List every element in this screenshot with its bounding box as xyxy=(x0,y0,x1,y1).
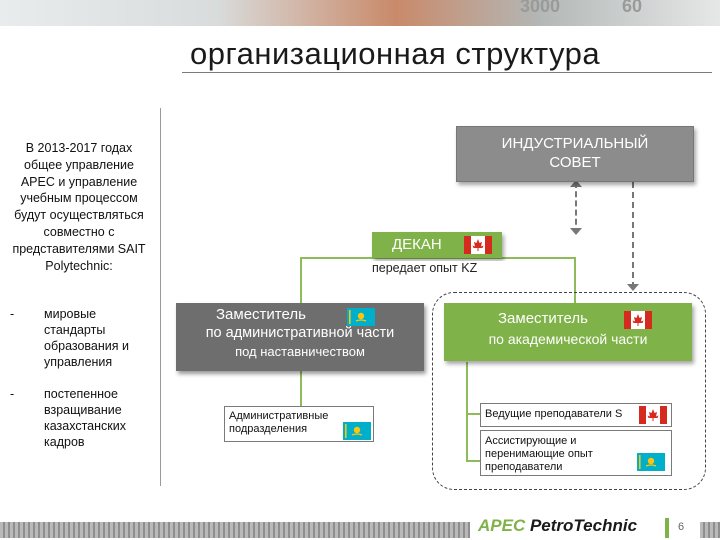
brand-apec: APEC xyxy=(478,516,526,535)
kazakhstan-flag-icon xyxy=(347,308,375,326)
arrow-down-icon xyxy=(570,228,582,235)
canada-flag-icon xyxy=(639,406,667,424)
gauge-number: 60 xyxy=(622,0,643,16)
connector-line xyxy=(300,366,302,406)
deputy-academic-line2: по академической части xyxy=(488,331,648,347)
connector-line xyxy=(300,257,575,259)
page-title: организационная структура xyxy=(190,36,601,71)
assistant-teachers-text: Ассистирующие и перенимающие опыт препод… xyxy=(485,435,593,473)
deputy-academic-line1: Заместитель xyxy=(498,310,588,327)
lead-teachers-text: Ведущие преподаватели S xyxy=(485,408,623,420)
footer-pattern-strip xyxy=(700,522,720,538)
council-line2: СОВЕТ xyxy=(549,154,601,171)
connector-line xyxy=(574,257,576,305)
admin-units-box: Административные подразделения xyxy=(224,406,374,442)
dotted-connector xyxy=(575,182,577,234)
kazakhstan-flag-icon xyxy=(343,422,371,440)
council-line1: ИНДУСТРИАЛЬНЫЙ xyxy=(501,135,649,152)
page-number: 6 xyxy=(678,521,685,533)
canada-flag-icon xyxy=(624,311,652,329)
deputy-admin-box: Заместитель по административной части по… xyxy=(176,303,424,371)
title-divider xyxy=(182,72,712,73)
left-divider xyxy=(160,108,161,486)
bullet-dash: - xyxy=(10,307,15,321)
kazakhstan-flag-icon xyxy=(637,453,665,471)
bullet-item: - мировые стандарты образования и управл… xyxy=(10,306,160,370)
dotted-connector xyxy=(632,182,634,288)
footer-accent-bar xyxy=(665,518,669,538)
deputy-academic-box: Заместитель по академической части xyxy=(444,303,692,361)
bullet-text: постепенное взращивание казахстанских ка… xyxy=(44,387,126,449)
bullet-text: мировые стандарты образования и управлен… xyxy=(44,307,129,369)
intro-text: В 2013-2017 годах общее управление APEC … xyxy=(12,141,146,273)
assistant-teachers-box: Ассистирующие и перенимающие опыт препод… xyxy=(480,430,672,476)
arrow-up-icon xyxy=(570,180,582,187)
gauge-number: 3000 xyxy=(520,0,561,16)
dean-box: ДЕКАН xyxy=(372,232,502,258)
deputy-admin-line1: Заместитель xyxy=(216,306,306,323)
deputy-admin-line3: под наставничеством xyxy=(235,344,365,359)
lead-teachers-box: Ведущие преподаватели S xyxy=(480,403,672,427)
dean-note: передает опыт KZ xyxy=(372,261,512,275)
top-banner-image: 3000 60 xyxy=(0,0,720,26)
bullet-dash: - xyxy=(10,387,15,401)
canada-flag-icon xyxy=(464,236,492,254)
connector-line xyxy=(466,460,480,462)
brand-petrotechnic: PetroTechnic xyxy=(529,516,638,535)
footer-pattern-strip xyxy=(0,522,470,538)
arrow-down-icon xyxy=(627,284,639,291)
dean-label: ДЕКАН xyxy=(392,236,442,253)
connector-line xyxy=(466,413,480,415)
connector-line xyxy=(466,362,468,462)
admin-units-text: Административные подразделения xyxy=(229,410,329,435)
bullet-item: - постепенное взращивание казахстанских … xyxy=(10,386,160,450)
connector-line xyxy=(300,257,302,303)
industrial-council-box: ИНДУСТРИАЛЬНЫЙ СОВЕТ xyxy=(456,126,694,182)
deputy-admin-line2: по административной части xyxy=(205,325,395,341)
footer-brand-logo: APEC PetroTechnic xyxy=(478,516,637,536)
academic-group-outline xyxy=(432,292,706,490)
